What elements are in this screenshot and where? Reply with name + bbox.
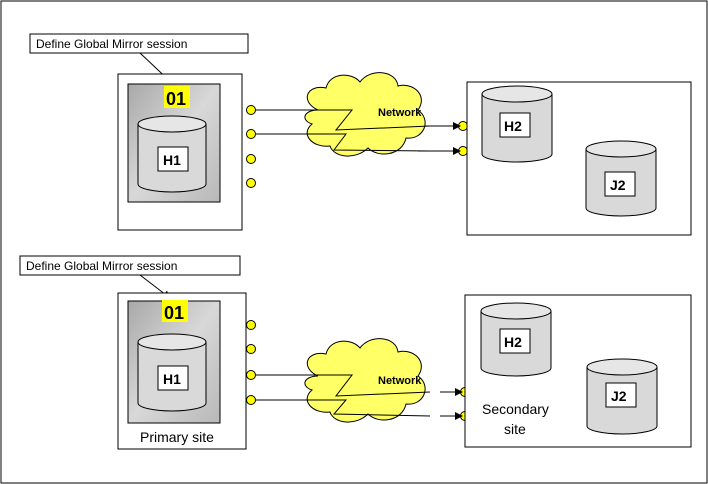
network-cloud: Network [260,72,431,157]
callout-box [19,255,241,276]
port [246,344,256,354]
primary-site-label: Primary site [140,429,214,445]
volume-label: J2 [610,177,626,193]
network-cloud: Network [260,338,431,423]
network-label: Network [378,107,422,119]
port [246,178,256,188]
port [246,129,256,139]
secondary-site-label-line1: Secondary [482,401,549,417]
volume-label: H1 [163,152,181,168]
port [246,370,256,380]
volume-label: J2 [611,388,627,404]
port [246,105,256,115]
volume-h2: H2 [480,302,552,377]
panel-2: Define Global Mirror session 01 H1 Prima… [19,255,692,450]
volume-label: H2 [504,118,522,134]
callout-text: Define Global Mirror session [26,259,177,273]
volume-h2: H2 [481,85,553,163]
volume-j2: J2 [586,358,658,435]
port [246,320,256,330]
volume-label: H1 [163,371,181,387]
callout-text: Define Global Mirror session [36,37,187,51]
session-badge [164,86,190,108]
volume-j2: J2 [585,140,657,217]
panel-1: Define Global Mirror session 01 H1 [29,33,692,236]
callout-box [29,33,249,54]
network-label: Network [378,375,422,387]
volume-h1: H1 [137,115,207,193]
volume-label: H2 [504,334,522,350]
session-id: 01 [166,89,186,109]
volume-h1: H1 [137,333,207,412]
port [246,395,256,405]
secondary-site-label-line2: site [504,421,526,437]
session-badge [162,300,188,322]
port [246,154,256,164]
session-id: 01 [164,303,184,323]
